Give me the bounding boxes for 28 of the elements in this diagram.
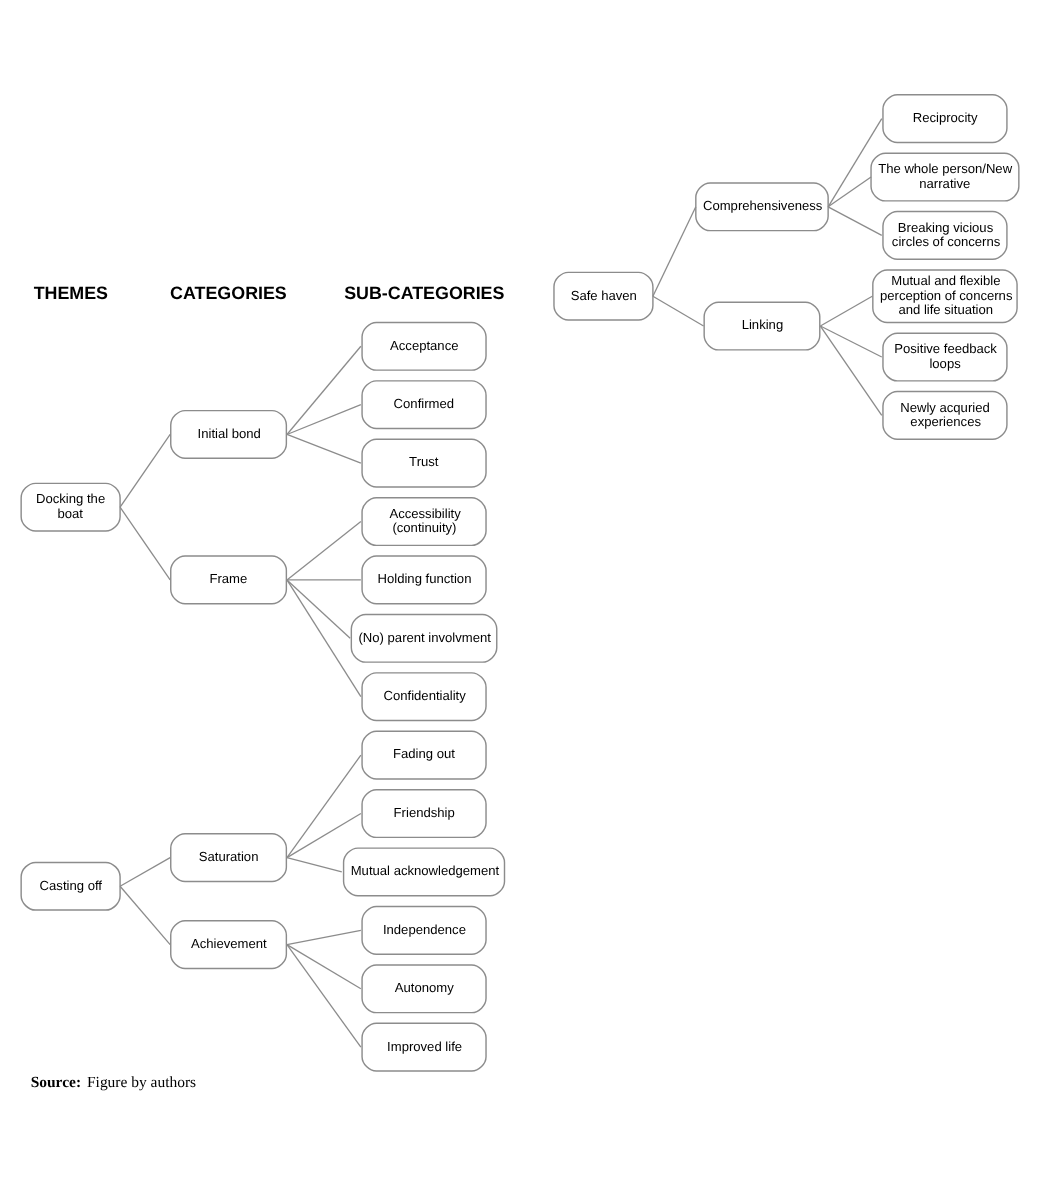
connector bbox=[286, 578, 362, 697]
connector bbox=[827, 205, 883, 236]
connector bbox=[119, 884, 171, 945]
connector bbox=[286, 753, 362, 858]
connector bbox=[286, 578, 351, 638]
connector bbox=[819, 324, 883, 416]
connector bbox=[119, 432, 171, 507]
connector bbox=[286, 432, 362, 463]
connector bbox=[819, 294, 873, 326]
connector bbox=[827, 116, 883, 207]
connector bbox=[286, 519, 362, 580]
label: SUB-CATEGORIES bbox=[344, 282, 505, 303]
connector bbox=[286, 943, 362, 989]
connector bbox=[827, 175, 872, 207]
connector bbox=[819, 324, 883, 357]
connector bbox=[286, 928, 362, 945]
connector bbox=[652, 294, 705, 326]
connector bbox=[119, 505, 171, 580]
connector bbox=[286, 943, 362, 1047]
connector bbox=[652, 205, 697, 296]
connector bbox=[286, 811, 362, 858]
label: THEMES bbox=[33, 282, 109, 303]
connector bbox=[286, 344, 362, 435]
connector bbox=[286, 856, 343, 872]
connector bbox=[119, 856, 171, 886]
connector bbox=[286, 403, 362, 435]
connector bbox=[286, 578, 362, 580]
label: CATEGORIES bbox=[170, 282, 287, 303]
